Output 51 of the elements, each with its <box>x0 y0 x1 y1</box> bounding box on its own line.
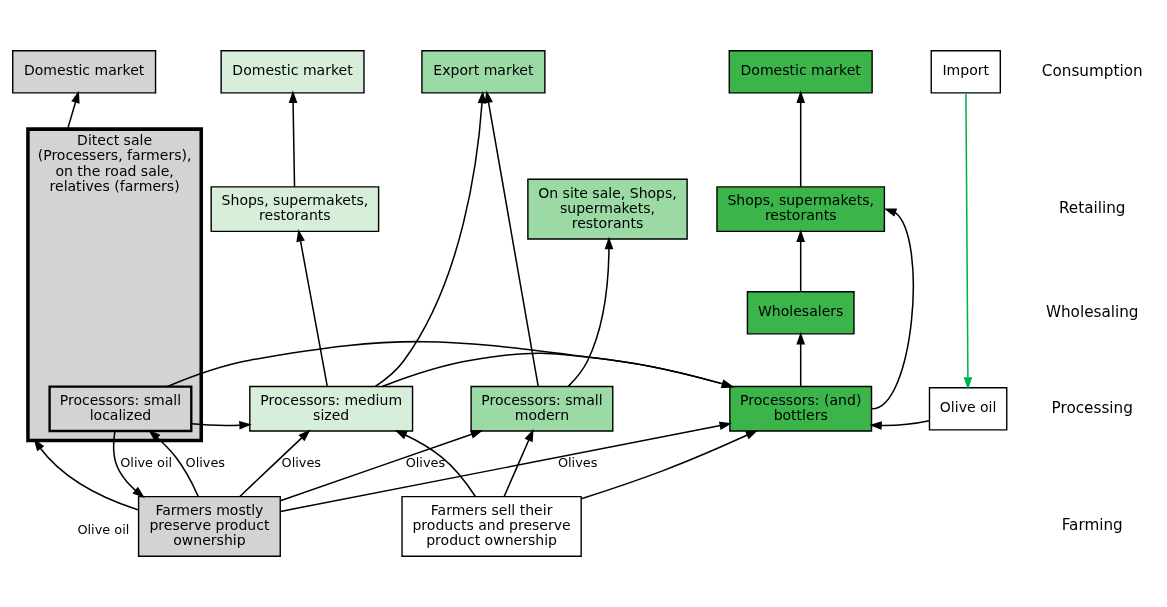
node-box: Farmers sell their products and preserve product ownership <box>401 495 582 558</box>
arrow <box>374 90 487 388</box>
arrow <box>394 430 477 498</box>
node-box: Import <box>930 50 1001 94</box>
node-box: Processors: small localized <box>48 385 193 433</box>
arrow <box>190 420 252 430</box>
node-box: Farmers mostly preserve product ownership <box>137 495 281 558</box>
edge-label: Olives <box>185 455 226 471</box>
node-box: Olive oil <box>928 387 1008 431</box>
arrow <box>869 419 931 430</box>
arrow <box>288 90 298 188</box>
node-box: Domestic market <box>728 50 873 94</box>
edge-label: Olives <box>557 455 598 471</box>
arrow <box>296 229 329 388</box>
node-box: On site sale, Shops, supermakets, restorants <box>527 178 688 240</box>
node-box: Processors: small modern <box>470 385 614 432</box>
arrow <box>503 429 534 498</box>
node-box: Wholesalers <box>746 291 855 335</box>
node-box: Domestic market <box>12 50 157 94</box>
arrow <box>239 429 311 498</box>
label: Retailing <box>1058 199 1126 218</box>
label: Consumption <box>1041 61 1143 80</box>
arrow <box>279 430 484 502</box>
edge-label: Olives <box>405 455 446 471</box>
node-box: Shops, supermakets, restorants <box>716 186 886 233</box>
node-box: Processors: (and) bottlers <box>729 385 873 432</box>
arrow <box>871 208 914 410</box>
node-box: Processors: medium sized <box>249 385 414 432</box>
node-box: Shops, supermakets, restorants <box>210 186 380 233</box>
label: Wholesaling <box>1045 302 1139 321</box>
edge-label: Olives <box>281 455 322 471</box>
arrow <box>381 352 735 388</box>
arrow <box>484 90 539 388</box>
node-box: Export market <box>421 50 546 94</box>
arrow <box>796 331 806 388</box>
arrow <box>963 92 973 390</box>
arrow <box>580 430 759 500</box>
arrow <box>112 430 145 498</box>
arrow <box>796 90 806 188</box>
arrow <box>33 438 140 511</box>
arrow <box>148 429 199 498</box>
label: Farming <box>1061 516 1123 535</box>
arrow <box>796 229 806 293</box>
arrow <box>279 421 732 513</box>
edge-label: Olive oil <box>77 522 130 538</box>
edge-label: Olive oil <box>120 455 173 471</box>
node-box: Domestic market <box>220 50 365 94</box>
arrow <box>567 236 614 387</box>
arrow <box>66 90 80 130</box>
arrow <box>166 341 735 388</box>
label: Processing <box>1051 398 1133 417</box>
